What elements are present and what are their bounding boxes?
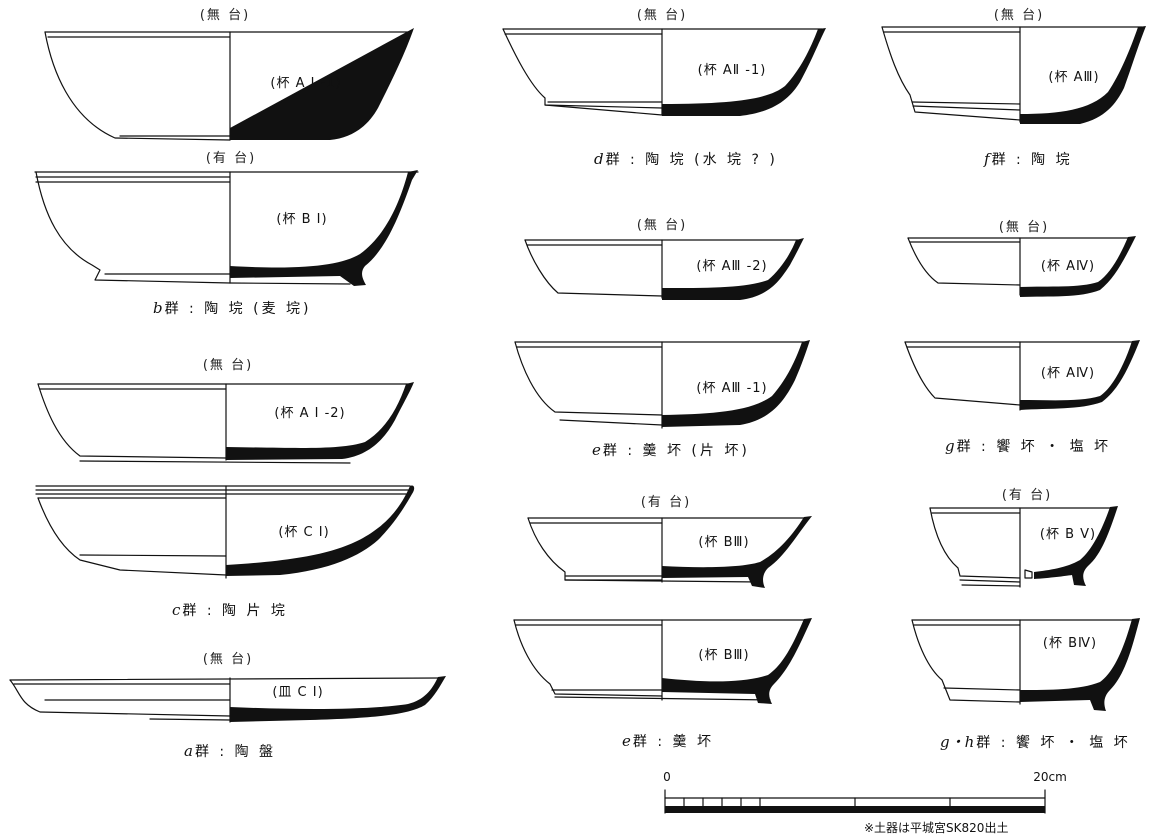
vessel-code-label: (杯 C Ⅰ) [278,525,330,540]
vessel-cup-a4a [907,236,1136,297]
stand-label: (有 台) [1001,488,1053,503]
stand-label: (無 台) [636,8,688,23]
vessel-code-label: (杯 B Ⅰ) [276,212,328,227]
vessel-code-label: (杯 AⅢ -1) [696,381,768,396]
vessel-code-label: (杯 AⅣ) [1040,366,1096,381]
stand-label: (有 台) [640,495,692,510]
vessel-pan-c1 [9,676,446,723]
stand-label: (無 台) [202,358,254,373]
vessel-cup-b3b [513,618,812,704]
source-note: ※土器は平城宮SK820出土 [864,821,1009,835]
vessel-cup-a4b [904,340,1140,411]
stand-label: (無 台) [998,220,1050,235]
vessel-cup-a3 [881,26,1146,124]
vessel-code-label: (杯 AⅡ -1) [697,63,767,78]
vessel-code-label: (皿 C Ⅰ) [272,685,324,700]
vessel-cup-a3-2 [524,238,804,300]
vessel-code-label: (杯 BⅣ) [1042,636,1098,651]
stand-label: (無 台) [636,218,688,233]
vessel-code-label: (杯 AⅣ) [1040,259,1096,274]
vessel-cup-b3a [527,516,812,588]
vessel-cup-a1-2 [37,382,414,464]
vessel-code-label: (杯 A Ⅰ -1) [270,76,342,91]
vessel-cup-b5 [929,506,1118,588]
vessel-cup-b4 [911,618,1140,711]
vessel-cup-b1 [34,170,419,286]
vessel-code-label: (杯 AⅢ -2) [696,259,768,274]
stand-label: (有 台) [205,151,257,166]
vessel-cup-c1 [35,485,415,579]
vessel-code-label: (杯 A Ⅰ -2) [274,406,346,421]
scale-end-label: 20cm [1033,770,1067,784]
vessel-cup-a2-1 [502,28,826,116]
vessel-code-label: (杯 B Ⅴ) [1039,527,1097,542]
stand-label: (無 台) [993,8,1045,23]
vessel-cup-a3-1 [514,340,810,429]
scale-bar [664,789,1046,814]
vessel-cup-a1-1 [44,28,414,141]
vessel-code-label: (杯 BⅢ) [698,535,750,550]
stand-label: (無 台) [199,8,251,23]
scale-start-label: 0 [663,770,671,784]
vessel-code-label: (杯 AⅢ) [1048,70,1100,85]
vessel-code-label: (杯 BⅢ) [698,648,750,663]
stand-label: (無 台) [202,652,254,667]
